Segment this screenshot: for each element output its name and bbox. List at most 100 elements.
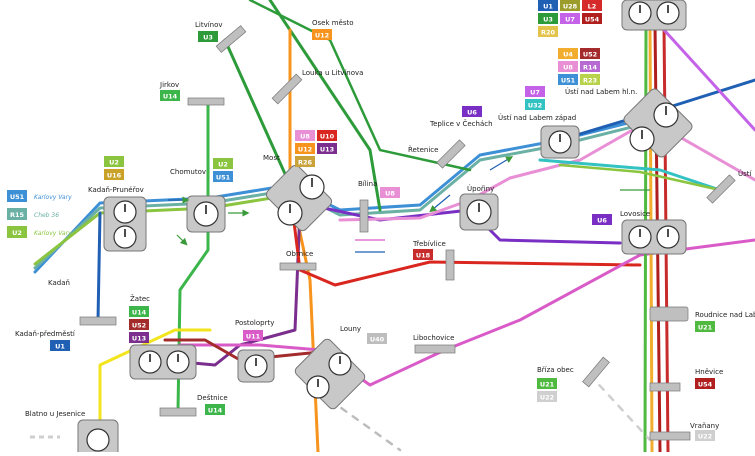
station-bar-louka[interactable] [271, 73, 303, 105]
badge-u12[interactable] [295, 143, 315, 154]
label-louka: Louka u Litvínova [302, 69, 363, 77]
badge-u18[interactable] [413, 249, 433, 260]
badge-label: U14 [163, 92, 178, 100]
badge-label: U3 [203, 33, 213, 41]
badge-u52[interactable] [580, 48, 600, 59]
badge-u54[interactable] [695, 378, 715, 389]
route-U52 [163, 338, 322, 362]
badge-u12[interactable] [312, 29, 332, 40]
badge-label: U6 [597, 216, 607, 224]
badge-u3[interactable] [538, 13, 558, 24]
badge-u51[interactable] [558, 74, 578, 85]
badge-label: U3 [543, 15, 553, 23]
badge-u4[interactable] [558, 48, 578, 59]
badge-label: U2 [218, 160, 228, 168]
badge-u7[interactable] [560, 13, 580, 24]
station-bar-bilina[interactable] [359, 199, 369, 233]
badge-u2[interactable] [104, 156, 124, 167]
badge-u2[interactable] [213, 158, 233, 169]
badge-u22[interactable] [695, 430, 715, 441]
label-breza: Bříza obec [537, 366, 574, 374]
badge-group-jirkov: U14 [160, 90, 180, 101]
badge-r23[interactable] [580, 74, 600, 85]
badge-r20[interactable] [538, 26, 558, 37]
hub-lovosice[interactable] [621, 219, 687, 255]
badge-u54[interactable] [582, 13, 602, 24]
badge-u22[interactable] [537, 391, 557, 402]
badge-label: U16 [107, 171, 122, 179]
route-U10 [288, 188, 642, 287]
badge-u3[interactable] [198, 31, 218, 42]
badge-u8[interactable] [558, 61, 578, 72]
hub-usti-zapad[interactable] [540, 125, 580, 159]
station-bar-obrnice[interactable] [279, 262, 317, 271]
station-bar-hnevice[interactable] [649, 382, 681, 392]
badge-u14[interactable] [129, 306, 149, 317]
station-bars [79, 25, 736, 441]
station-bar-retenice[interactable] [436, 139, 466, 169]
station-bar-litvinov[interactable] [215, 25, 247, 53]
badge-u28[interactable] [560, 0, 580, 11]
badge-u14[interactable] [205, 404, 225, 415]
station-bar-kadan-predmesti[interactable] [79, 316, 117, 326]
label-roudnice: Roudnice nad Lab [695, 311, 755, 319]
badge-u6[interactable] [592, 214, 612, 225]
badge-label: L2 [588, 2, 597, 10]
hub-most[interactable] [264, 163, 333, 232]
route-U2e [558, 163, 722, 192]
station-bar-usti[interactable] [706, 174, 736, 204]
hub-louny[interactable] [293, 337, 367, 411]
hub-kadan-prunerov[interactable] [103, 196, 147, 252]
hub-chomutov[interactable] [186, 195, 226, 233]
hub-usti-hln[interactable] [622, 87, 694, 159]
badge-u13[interactable] [129, 332, 149, 343]
badge-u8[interactable] [295, 130, 315, 141]
badge-label: U13 [132, 334, 146, 342]
station-bar-roudnice[interactable] [649, 306, 689, 322]
badge-u13[interactable] [317, 143, 337, 154]
station-bar-breza[interactable] [582, 356, 610, 388]
route-U2 [33, 193, 292, 266]
station-bar-destnice[interactable] [159, 407, 197, 417]
badge-u10[interactable] [317, 130, 337, 141]
badge-u8[interactable] [380, 187, 400, 198]
route-U3 [223, 0, 382, 212]
badge-r26[interactable] [295, 156, 315, 167]
badge-u11[interactable] [243, 330, 263, 341]
label-usti: Ústí [738, 169, 753, 178]
route-U11 [178, 238, 755, 387]
badge-u21[interactable] [695, 321, 715, 332]
station-bar-vranany[interactable] [649, 431, 691, 441]
hub-top-right[interactable] [621, 0, 687, 31]
badge-u1[interactable] [538, 0, 558, 11]
route-U3b [248, 0, 472, 172]
badge-group-kadan-predmesti: U1 [50, 340, 70, 351]
hub-blatno[interactable] [77, 419, 119, 456]
badge-u1[interactable] [50, 340, 70, 351]
label-kadan-prunerov: Kadaň-Prunéřov [88, 186, 144, 194]
badge-u16[interactable] [104, 169, 124, 180]
label-upori: Úpořiny [467, 184, 494, 193]
station-bar-trebivlice[interactable] [445, 249, 455, 281]
station-bar-libochovice[interactable] [414, 344, 456, 354]
badge-u51[interactable] [213, 171, 233, 182]
badge-u6[interactable] [462, 106, 482, 117]
station-bar-jirkov[interactable] [187, 97, 225, 106]
badge-u14[interactable] [160, 90, 180, 101]
badge-u32[interactable] [525, 99, 545, 110]
badge-u7[interactable] [525, 86, 545, 97]
badge-r14[interactable] [580, 61, 600, 72]
badge-l2[interactable] [582, 0, 602, 11]
label-bilina: Bílina [358, 180, 377, 188]
badge-group-litvinov: U3 [198, 31, 218, 42]
badge-u52[interactable] [129, 319, 149, 330]
hub-upori[interactable] [459, 193, 499, 231]
hub-zatec[interactable] [129, 344, 197, 380]
hub-postoloprty[interactable] [237, 349, 275, 383]
badge-u21[interactable] [537, 378, 557, 389]
badge-u40[interactable] [367, 333, 387, 344]
